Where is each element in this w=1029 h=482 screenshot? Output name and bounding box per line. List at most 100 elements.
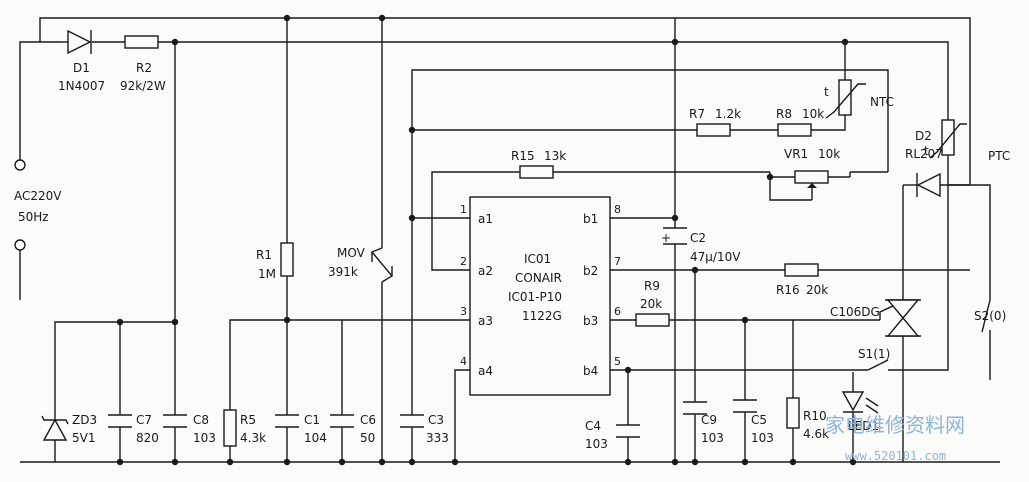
triac-c106dg: C106DG <box>830 299 921 337</box>
c8-ref: C8 <box>193 413 209 427</box>
c4-ref: C4 <box>585 419 601 433</box>
r16-ref: R16 <box>776 283 800 297</box>
resistor-r8: R8 10k <box>776 107 824 137</box>
thermistor-ptc: t PTC <box>924 110 1010 163</box>
ic-pin-a1: a1 <box>478 212 493 226</box>
c8-value: 103 <box>193 431 216 445</box>
ic-line1: IC01 <box>524 252 551 266</box>
zd3-ref: ZD3 <box>72 413 97 427</box>
resistor-r1: R1 1M <box>256 242 294 281</box>
ac-terminal-bottom <box>14 239 26 251</box>
c5-ref: C5 <box>751 413 767 427</box>
led1: LED1 <box>841 391 879 433</box>
ic-pin-num-2: 2 <box>460 255 467 268</box>
c1-value: 104 <box>304 431 327 445</box>
ic-pin-num-6: 6 <box>614 305 621 318</box>
ic-pin-a2: a2 <box>478 264 493 278</box>
ptc-label: PTC <box>988 149 1010 163</box>
capacitor-c9: C9 103 <box>683 401 724 445</box>
r15-value: 13k <box>544 149 566 163</box>
r15-ref: R15 <box>511 149 535 163</box>
c3-value: 333 <box>426 431 449 445</box>
c3-ref: C3 <box>428 413 444 427</box>
c9-value: 103 <box>701 431 724 445</box>
led1-ref: LED1 <box>848 419 879 433</box>
ptc-t: t <box>924 144 929 158</box>
ic-pin-b1: b1 <box>583 212 598 226</box>
d1-ref: D1 <box>73 61 90 75</box>
r9-ref: R9 <box>644 279 660 293</box>
d1-value: 1N4007 <box>58 79 105 93</box>
ic-pin-b2: b2 <box>583 264 598 278</box>
c6-value: 50 <box>360 431 375 445</box>
r2-value: 92k/2W <box>120 79 166 93</box>
ntc-label: NTC <box>870 95 894 109</box>
resistor-r15: R15 13k <box>511 149 566 179</box>
ic-pin-num-1: 1 <box>460 203 467 216</box>
triac-label: C106DG <box>830 305 880 319</box>
resistor-r9: R9 20k <box>635 279 670 327</box>
diode-d1: D1 1N4007 <box>58 29 105 93</box>
c7-value: 820 <box>136 431 159 445</box>
wires <box>19 17 1000 463</box>
c6-ref: C6 <box>360 413 376 427</box>
ic-pin-num-3: 3 <box>460 305 467 318</box>
r7-ref: R7 <box>689 107 705 121</box>
mov: MOV 391k <box>328 246 394 283</box>
c2-value: 47μ/10V <box>690 250 741 264</box>
r7-value: 1.2k <box>715 107 741 121</box>
ic-pin-a3: a3 <box>478 314 493 328</box>
s2-label: S2(0) <box>974 309 1006 323</box>
capacitor-c2: + C2 47μ/10V <box>661 227 741 264</box>
vr1-ref: VR1 <box>784 147 808 161</box>
junction-dots <box>116 14 857 466</box>
s1-label: S1(1) <box>858 347 890 361</box>
ic-pin-num-7: 7 <box>614 255 621 268</box>
r2-ref: R2 <box>136 61 152 75</box>
watermark: 家电维修资料网 www.520101.com <box>825 413 965 463</box>
mov-value: 391k <box>328 265 358 279</box>
c7-ref: C7 <box>136 413 152 427</box>
ac-freq: 50Hz <box>18 210 49 224</box>
r1-ref: R1 <box>256 248 272 262</box>
resistor-r10: R10 4.6k <box>786 397 829 441</box>
ic-pin-b3: b3 <box>583 314 598 328</box>
mov-ref: MOV <box>337 246 366 260</box>
ac-input: AC220V 50Hz <box>14 159 62 251</box>
ac-terminal-top <box>14 159 26 171</box>
ic-pin-num-5: 5 <box>614 355 621 368</box>
ic-pin-num-4: 4 <box>460 355 467 368</box>
zener-zd3: ZD3 5V1 <box>41 413 97 445</box>
switch-s2: S2(0) <box>974 299 1006 333</box>
c4-value: 103 <box>585 437 608 451</box>
capacitor-c5: C5 103 <box>733 399 774 445</box>
r16-value: 20k <box>806 283 828 297</box>
ic-pin-num-8: 8 <box>614 203 621 216</box>
capacitor-c1: C1 104 <box>275 413 327 445</box>
vr1-value: 10k <box>818 147 840 161</box>
capacitor-c7: C7 820 <box>108 413 159 445</box>
ic01: IC01 CONAIR IC01-P10 1122G a1 a2 a3 a4 1… <box>460 196 621 396</box>
ic-line4: 1122G <box>522 309 562 323</box>
r8-value: 10k <box>802 107 824 121</box>
r1-value: 1M <box>258 267 276 281</box>
r5-value: 4.3k <box>240 431 266 445</box>
watermark-cn: 家电维修资料网 <box>825 413 965 437</box>
c2-plus: + <box>661 231 671 245</box>
c5-value: 103 <box>751 431 774 445</box>
ic-line3: IC01-P10 <box>508 290 562 304</box>
capacitor-c3: C3 333 <box>400 413 449 445</box>
ac-label: AC220V <box>14 189 62 203</box>
c9-ref: C9 <box>701 413 717 427</box>
watermark-url: www.520101.com <box>845 449 946 463</box>
resistor-r5: R5 4.3k <box>223 409 266 447</box>
ic-pin-a4: a4 <box>478 364 493 378</box>
ntc-t: t <box>824 85 829 99</box>
r10-ref: R10 <box>803 409 827 423</box>
resistor-r7: R7 1.2k <box>689 107 741 137</box>
diode-d2: D2 RL207 <box>903 129 943 198</box>
resistor-r2: R2 92k/2W <box>120 35 166 93</box>
ic-pin-b4: b4 <box>583 364 598 378</box>
r9-value: 20k <box>640 297 662 311</box>
